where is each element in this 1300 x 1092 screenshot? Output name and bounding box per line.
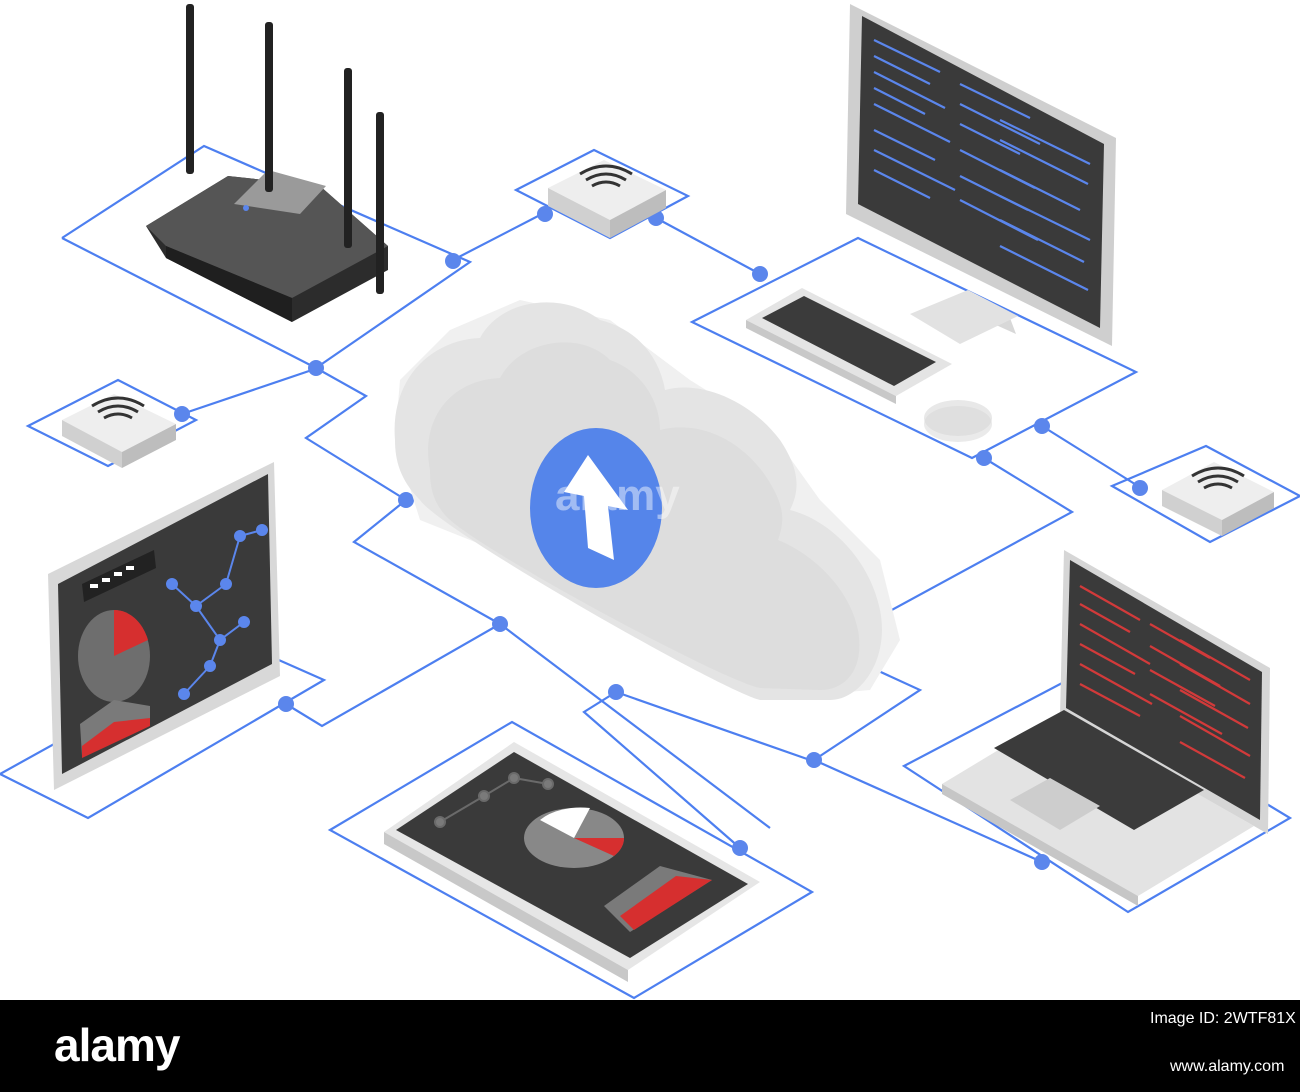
node: [398, 492, 414, 508]
footer-logo: alamy: [54, 1019, 180, 1071]
keyboard-icon: [746, 288, 952, 404]
node: [752, 266, 768, 282]
node: [1034, 854, 1050, 870]
wifi-icon: [62, 394, 176, 468]
router-icon: [146, 4, 388, 322]
node: [445, 253, 461, 269]
laptop-icon: [942, 550, 1270, 906]
image-id-label: Image ID: 2WTF81X: [1150, 1010, 1296, 1027]
watermark-footer: alamy Image ID: 2WTF81X www.alamy.com: [0, 1000, 1300, 1092]
tablet-icon: [48, 462, 280, 790]
watermark-logo: alamy: [555, 471, 680, 520]
wifi-icon: [548, 160, 666, 238]
node: [278, 696, 294, 712]
connection-lines: [0, 144, 1300, 1000]
upload-arrow-icon: [564, 455, 628, 560]
cloud-upload-icon: [394, 300, 900, 700]
phone-icon: [384, 742, 760, 982]
node: [308, 360, 324, 376]
wifi-icon: [1162, 462, 1274, 536]
node: [976, 450, 992, 466]
monitor-icon: [846, 4, 1116, 346]
cloud-network-diagram: alamy: [0, 4, 1300, 1000]
node: [732, 840, 748, 856]
node: [806, 752, 822, 768]
node: [1034, 418, 1050, 434]
node: [608, 684, 624, 700]
node: [174, 406, 190, 422]
node: [537, 206, 553, 222]
node: [492, 616, 508, 632]
mouse-icon: [924, 400, 992, 442]
node: [1132, 480, 1148, 496]
site-url: www.alamy.com: [1170, 1058, 1285, 1075]
